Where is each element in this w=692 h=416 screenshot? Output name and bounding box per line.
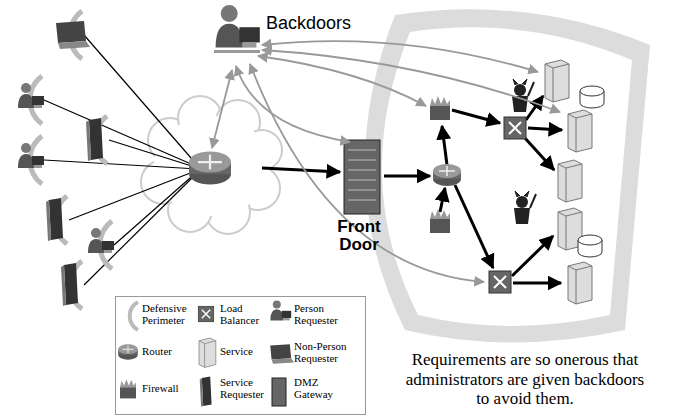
legend-label: Load Balancer xyxy=(220,302,280,326)
legend-label: Person Requester xyxy=(294,302,358,326)
node-label: Backdoors xyxy=(266,14,351,33)
legend-label: DMZ Gateway xyxy=(294,376,358,400)
dmz-gateway xyxy=(344,140,380,214)
legend-label: Firewall xyxy=(142,382,198,394)
admin-node: Backdoors xyxy=(206,6,351,68)
backdoor-connector xyxy=(236,66,350,142)
legend-label: Service xyxy=(220,345,280,357)
node-label: Front Door xyxy=(328,218,390,254)
gateway-node: Front Door xyxy=(328,140,390,254)
legend-label: Router xyxy=(142,345,198,357)
legend-label: Non-Person Requester xyxy=(294,340,358,364)
caption: Requirements are so onerous that adminis… xyxy=(405,350,645,409)
legend-label: Defensive Perimeter xyxy=(142,302,198,326)
legend-label: Service Requester xyxy=(220,376,280,400)
